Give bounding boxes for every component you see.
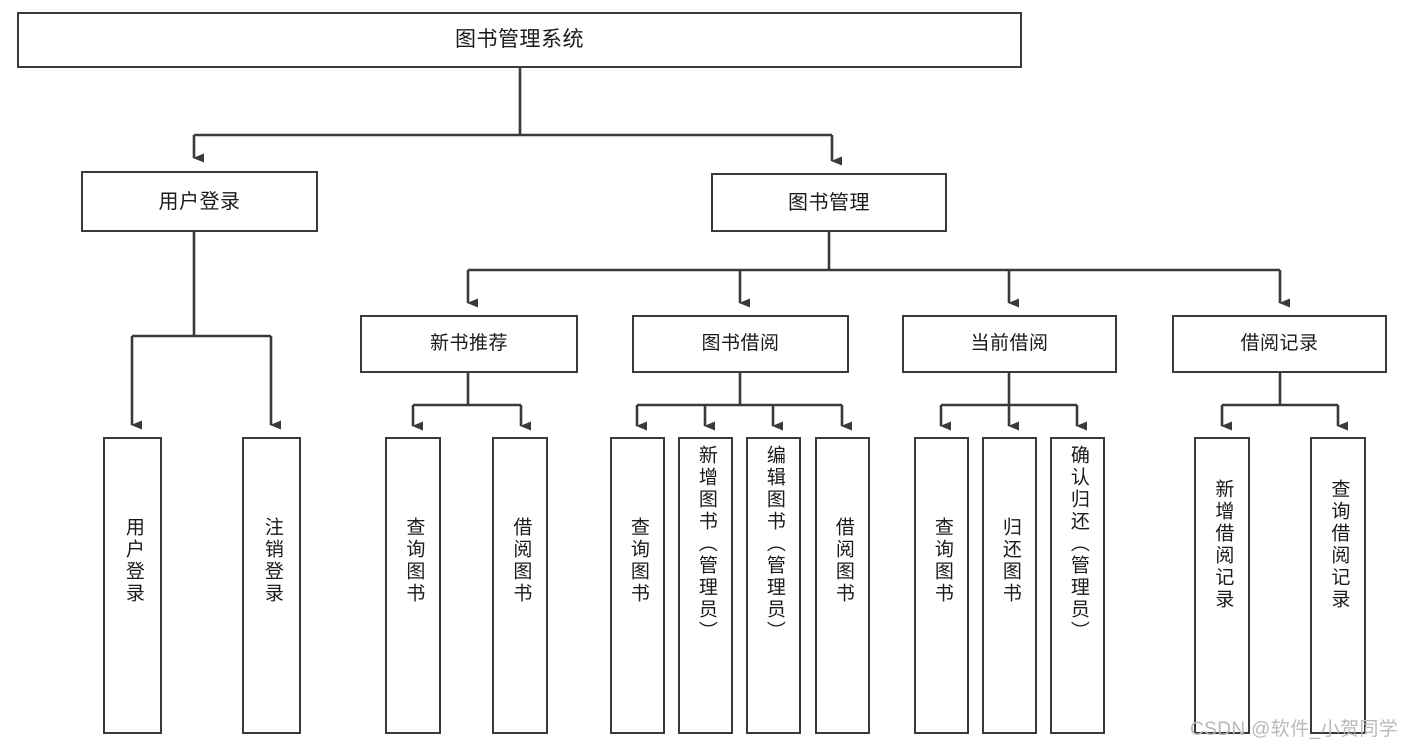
node-root-label: 图书管理系统	[455, 28, 584, 52]
node-book-manage[interactable]: 图书管理	[711, 173, 947, 232]
node-leaf-query-book-1[interactable]: 查询图书	[385, 437, 441, 734]
node-leaf-borrow-book-2-label: 借阅图书	[832, 517, 854, 605]
csdn-watermark: CSDN @软件_小贺同学	[1190, 719, 1399, 740]
node-current-borrow-label: 当前借阅	[970, 332, 1049, 354]
node-borrow-record[interactable]: 借阅记录	[1172, 315, 1387, 373]
node-leaf-query-book-2[interactable]: 查询图书	[610, 437, 665, 734]
node-leaf-edit-book-label: 编辑图书（管理员）	[763, 445, 785, 643]
node-leaf-logout[interactable]: 注销登录	[242, 437, 301, 734]
node-leaf-query-book-3[interactable]: 查询图书	[914, 437, 969, 734]
node-leaf-return-book-label: 归还图书	[999, 517, 1021, 605]
node-leaf-borrow-book-1-label: 借阅图书	[510, 517, 532, 605]
node-new-book-rec[interactable]: 新书推荐	[360, 315, 578, 373]
node-root[interactable]: 图书管理系统	[17, 12, 1022, 68]
node-user-login[interactable]: 用户登录	[81, 171, 318, 232]
node-leaf-add-record[interactable]: 新增借阅记录	[1194, 437, 1250, 734]
node-leaf-query-record[interactable]: 查询借阅记录	[1310, 437, 1366, 734]
node-leaf-confirm-return[interactable]: 确认归还（管理员）	[1050, 437, 1105, 734]
node-current-borrow[interactable]: 当前借阅	[902, 315, 1117, 373]
node-leaf-logout-label: 注销登录	[261, 517, 283, 605]
node-leaf-borrow-book-2[interactable]: 借阅图书	[815, 437, 870, 734]
node-book-borrow-label: 图书借阅	[701, 332, 780, 354]
node-leaf-return-book[interactable]: 归还图书	[982, 437, 1037, 734]
node-leaf-confirm-return-label: 确认归还（管理员）	[1067, 445, 1089, 643]
node-leaf-query-book-1-label: 查询图书	[403, 517, 425, 605]
node-user-login-label: 用户登录	[158, 190, 241, 213]
node-leaf-query-book-3-label: 查询图书	[931, 517, 953, 605]
node-leaf-add-record-label: 新增借阅记录	[1212, 479, 1234, 611]
node-leaf-add-book-label: 新增图书（管理员）	[695, 445, 717, 643]
node-book-borrow[interactable]: 图书借阅	[632, 315, 849, 373]
node-new-book-rec-label: 新书推荐	[429, 332, 508, 354]
node-book-manage-label: 图书管理	[788, 191, 870, 214]
node-leaf-add-book[interactable]: 新增图书（管理员）	[678, 437, 733, 734]
node-leaf-query-book-2-label: 查询图书	[627, 517, 649, 605]
node-leaf-query-record-label: 查询借阅记录	[1328, 479, 1350, 611]
node-borrow-record-label: 借阅记录	[1240, 332, 1319, 354]
node-leaf-borrow-book-1[interactable]: 借阅图书	[492, 437, 548, 734]
node-leaf-edit-book[interactable]: 编辑图书（管理员）	[746, 437, 801, 734]
node-leaf-user-login-label: 用户登录	[122, 517, 144, 605]
node-leaf-user-login[interactable]: 用户登录	[103, 437, 162, 734]
